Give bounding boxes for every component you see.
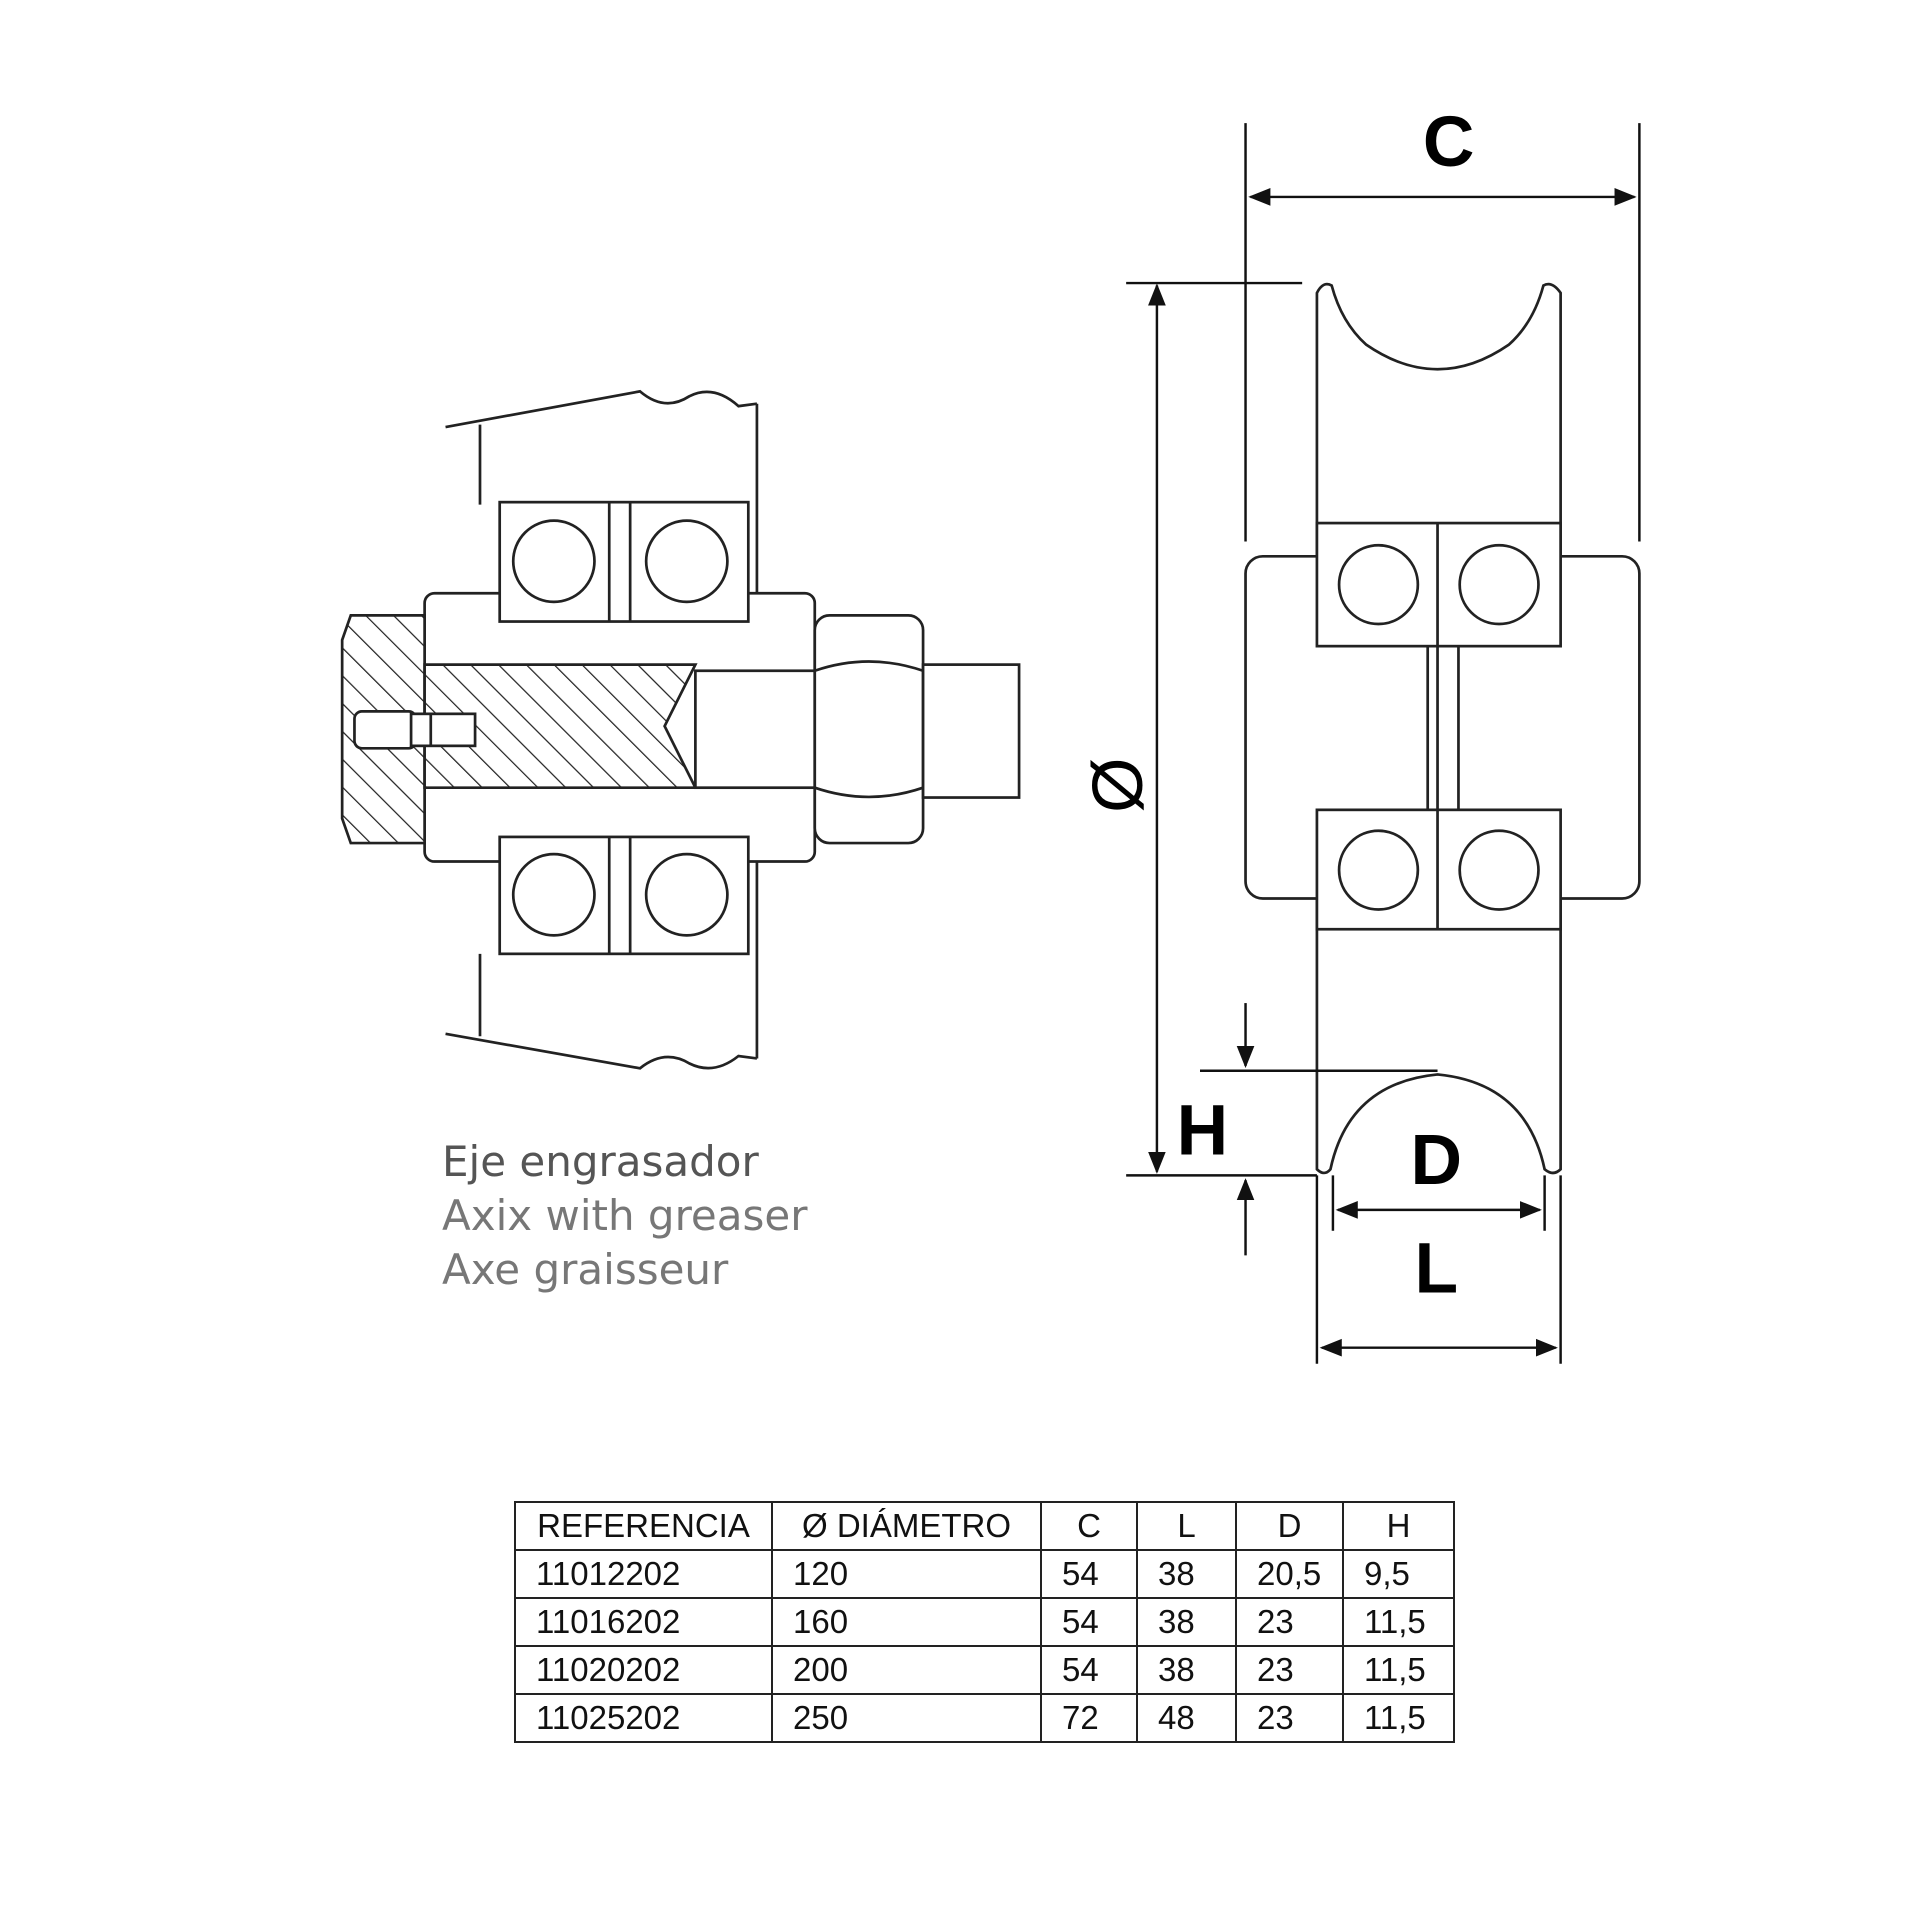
table-cell: 250 (771, 1693, 1042, 1743)
column-header: L (1136, 1501, 1237, 1551)
table-cell: 54 (1040, 1549, 1138, 1599)
table-cell: 23 (1235, 1645, 1344, 1695)
ball-icon (1337, 543, 1420, 626)
bearing-bottom (1315, 808, 1562, 931)
column-header: REFERENCIA (514, 1501, 773, 1551)
caption-spanish: Eje engrasador (442, 1137, 759, 1186)
shaft-hatched (423, 663, 698, 790)
ball-icon (644, 852, 729, 937)
table-cell: 11016202 (514, 1597, 773, 1647)
bearing-bottom (498, 835, 750, 956)
column-header: D (1235, 1501, 1344, 1551)
hex-nut (813, 614, 925, 845)
table-cell: 11,5 (1342, 1597, 1455, 1647)
dimension-l: L (1315, 1175, 1562, 1364)
caption-french: Axe graisseur (442, 1245, 729, 1294)
ball-icon (1458, 543, 1540, 626)
ball-icon (1337, 829, 1420, 911)
ball-icon (511, 519, 596, 604)
frame-plate (445, 389, 759, 1070)
threaded-end (921, 663, 1021, 799)
table-cell: 38 (1136, 1549, 1237, 1599)
table-cell: 9,5 (1342, 1549, 1455, 1599)
table-cell: 38 (1136, 1645, 1237, 1695)
bearing-top (1315, 521, 1562, 648)
table-cell: 54 (1040, 1597, 1138, 1647)
dimension-c: C (1244, 102, 1641, 542)
ball-icon (1458, 829, 1540, 911)
dimension-label-h: H (1177, 1090, 1229, 1170)
table-cell: 54 (1040, 1645, 1138, 1695)
ball-icon (511, 852, 596, 937)
table-cell: 48 (1136, 1693, 1237, 1743)
dimension-label-l: L (1415, 1228, 1459, 1308)
column-header: H (1342, 1501, 1455, 1551)
wheel-side-view (1244, 282, 1641, 1175)
table-cell: 11,5 (1342, 1645, 1455, 1695)
dimension-h: H (1177, 1003, 1438, 1256)
dimension-diameter: Ø (1078, 281, 1317, 1177)
table-cell: 38 (1136, 1597, 1237, 1647)
table-cell: 11,5 (1342, 1693, 1455, 1743)
table-cell: 11020202 (514, 1645, 773, 1695)
bearing-top (498, 500, 750, 623)
grease-nipple (353, 710, 477, 750)
table-cell: 11012202 (514, 1549, 773, 1599)
table-cell: 23 (1235, 1693, 1344, 1743)
table-cell: 160 (771, 1597, 1042, 1647)
table-cell: 120 (771, 1549, 1042, 1599)
dimension-label-diameter: Ø (1078, 757, 1158, 813)
column-header: Ø DIÁMETRO (771, 1501, 1042, 1551)
table-cell: 200 (771, 1645, 1042, 1695)
table-cell: 20,5 (1235, 1549, 1344, 1599)
column-header: C (1040, 1501, 1138, 1551)
table-cell: 23 (1235, 1597, 1344, 1647)
caption-english: Axix with greaser (442, 1191, 808, 1240)
drawing-caption: Eje engrasador Axix with greaser Axe gra… (442, 1135, 808, 1297)
ball-icon (644, 519, 729, 604)
table-cell: 11025202 (514, 1693, 773, 1743)
dimension-label-c: C (1423, 102, 1475, 182)
table-cell: 72 (1040, 1693, 1138, 1743)
dimension-label-d: D (1411, 1120, 1463, 1200)
axle-section-view (340, 389, 1021, 1070)
shaft-shoulder (694, 669, 817, 790)
dimension-d: D (1331, 1120, 1546, 1231)
